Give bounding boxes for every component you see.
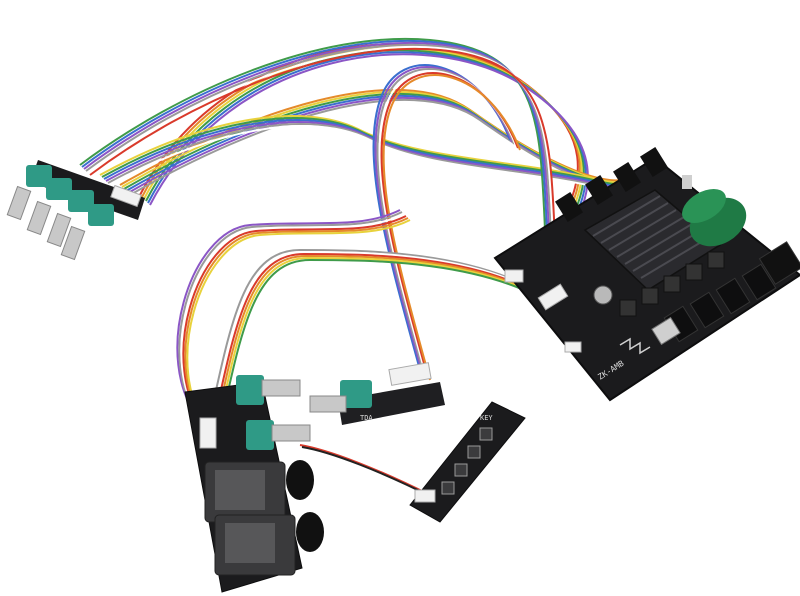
tone-pot-connector bbox=[388, 362, 432, 386]
top-headers bbox=[555, 147, 668, 222]
button-strip: KEY bbox=[409, 401, 526, 523]
cable-wire bbox=[109, 125, 611, 191]
inductors bbox=[619, 251, 725, 317]
bluetooth-antenna bbox=[619, 337, 651, 355]
cable-wire bbox=[180, 213, 405, 425]
cable-wire bbox=[214, 258, 561, 451]
board-connector-3 bbox=[504, 269, 524, 283]
pot-knob-2 bbox=[26, 178, 72, 236]
cable-wire bbox=[184, 217, 409, 429]
tone-pot-shaft bbox=[309, 395, 347, 413]
pot-knob-3 bbox=[46, 190, 94, 248]
audio-jack-2 bbox=[214, 512, 324, 576]
cable-wire bbox=[79, 38, 546, 231]
board-connector bbox=[537, 283, 569, 311]
cable-wire bbox=[85, 44, 552, 237]
cable-wire bbox=[210, 254, 557, 447]
tone-pot-module: TDA bbox=[309, 362, 445, 425]
pot-strip-panel bbox=[6, 160, 145, 261]
usb-port bbox=[651, 316, 681, 346]
tone-pot-body bbox=[340, 380, 372, 408]
cable-wire bbox=[204, 248, 551, 441]
capacitor bbox=[682, 175, 747, 247]
cable-wire bbox=[83, 42, 550, 235]
input-board bbox=[184, 375, 324, 593]
cable-wire bbox=[89, 48, 556, 241]
cable-wire bbox=[182, 215, 407, 427]
cable-wire bbox=[212, 256, 559, 449]
push-button-1 bbox=[479, 427, 493, 441]
cable-wire bbox=[178, 211, 403, 423]
cable-wire bbox=[87, 46, 554, 239]
tone-silk-label: TDA bbox=[360, 414, 373, 422]
dc-jack bbox=[758, 241, 800, 285]
push-button-2 bbox=[467, 445, 481, 459]
cable-wire bbox=[176, 209, 401, 421]
cable-wire bbox=[149, 53, 589, 241]
cable-wire bbox=[208, 252, 555, 445]
push-button-4 bbox=[441, 481, 455, 495]
cable-wire bbox=[186, 219, 411, 431]
cable-wire bbox=[382, 74, 521, 381]
push-buttons bbox=[441, 427, 493, 495]
audio-jack-1 bbox=[204, 460, 314, 523]
board-connector-2 bbox=[564, 341, 582, 353]
pot-knob-4 bbox=[60, 204, 114, 261]
tone-pot-pcb bbox=[338, 382, 445, 425]
button-strip-pcb bbox=[409, 401, 526, 523]
input-board-pots bbox=[236, 375, 311, 450]
pot-strip-connector bbox=[110, 184, 142, 208]
pot-knob-1 bbox=[6, 165, 52, 221]
pot-strip-knobs bbox=[6, 165, 114, 261]
button-strip-connector bbox=[414, 489, 436, 503]
button-silk-label: KEY bbox=[480, 414, 493, 422]
amplifier-board: ZK-AMB bbox=[493, 147, 800, 402]
speaker-terminals bbox=[663, 263, 777, 343]
cable-wire bbox=[206, 250, 553, 443]
push-button-3 bbox=[454, 463, 468, 477]
cable-wire bbox=[81, 40, 548, 233]
small-capacitor bbox=[593, 285, 613, 305]
input-board-connector bbox=[199, 417, 217, 449]
cable-wire bbox=[301, 446, 433, 498]
